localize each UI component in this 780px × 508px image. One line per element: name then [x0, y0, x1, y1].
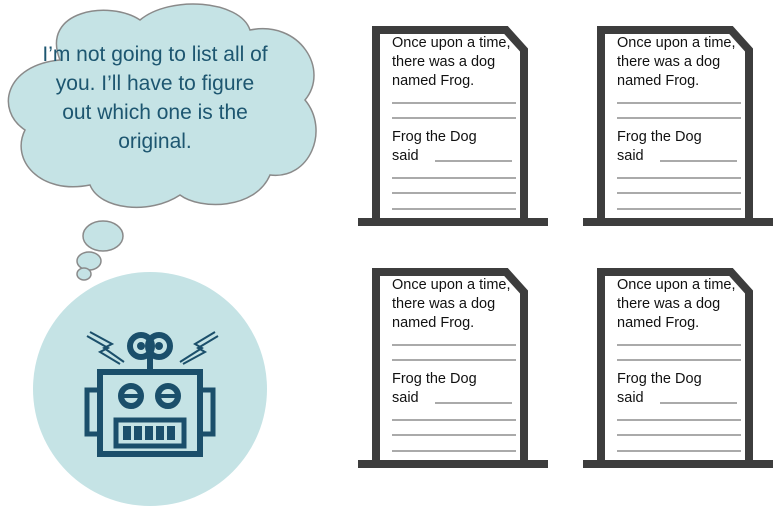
document-icon	[583, 268, 773, 468]
said-label: said	[617, 148, 644, 164]
robot-icon	[33, 272, 267, 506]
thought-bubble-shape	[7, 3, 317, 281]
thought-bubble-text: I’m not going to list all of you. I’ll h…	[42, 43, 268, 153]
said-label: said	[392, 390, 419, 406]
story-prompt-text: Frog the Dog	[392, 129, 477, 145]
story-prompt-text: Frog the Dog	[392, 371, 477, 387]
story-document: Once upon a time, there was a dog named …	[356, 264, 551, 469]
story-document: Once upon a time, there was a dog named …	[356, 22, 551, 227]
story-opening-text: Once upon a time, there was a dog named …	[392, 35, 511, 89]
story-opening-text: Once upon a time, there was a dog named …	[617, 277, 736, 331]
said-label: said	[392, 148, 419, 164]
story-opening-text: Once upon a time, there was a dog named …	[392, 277, 511, 331]
story-prompt-text: Frog the Dog	[617, 129, 702, 145]
story-document: Once upon a time, there was a dog named …	[581, 22, 776, 227]
said-label: said	[617, 390, 644, 406]
story-document: Once upon a time, there was a dog named …	[581, 264, 776, 469]
story-opening-text: Once upon a time, there was a dog named …	[617, 35, 736, 89]
document-icon	[583, 26, 773, 226]
story-prompt-text: Frog the Dog	[617, 371, 702, 387]
document-icon	[358, 26, 548, 226]
document-icon	[358, 268, 548, 468]
